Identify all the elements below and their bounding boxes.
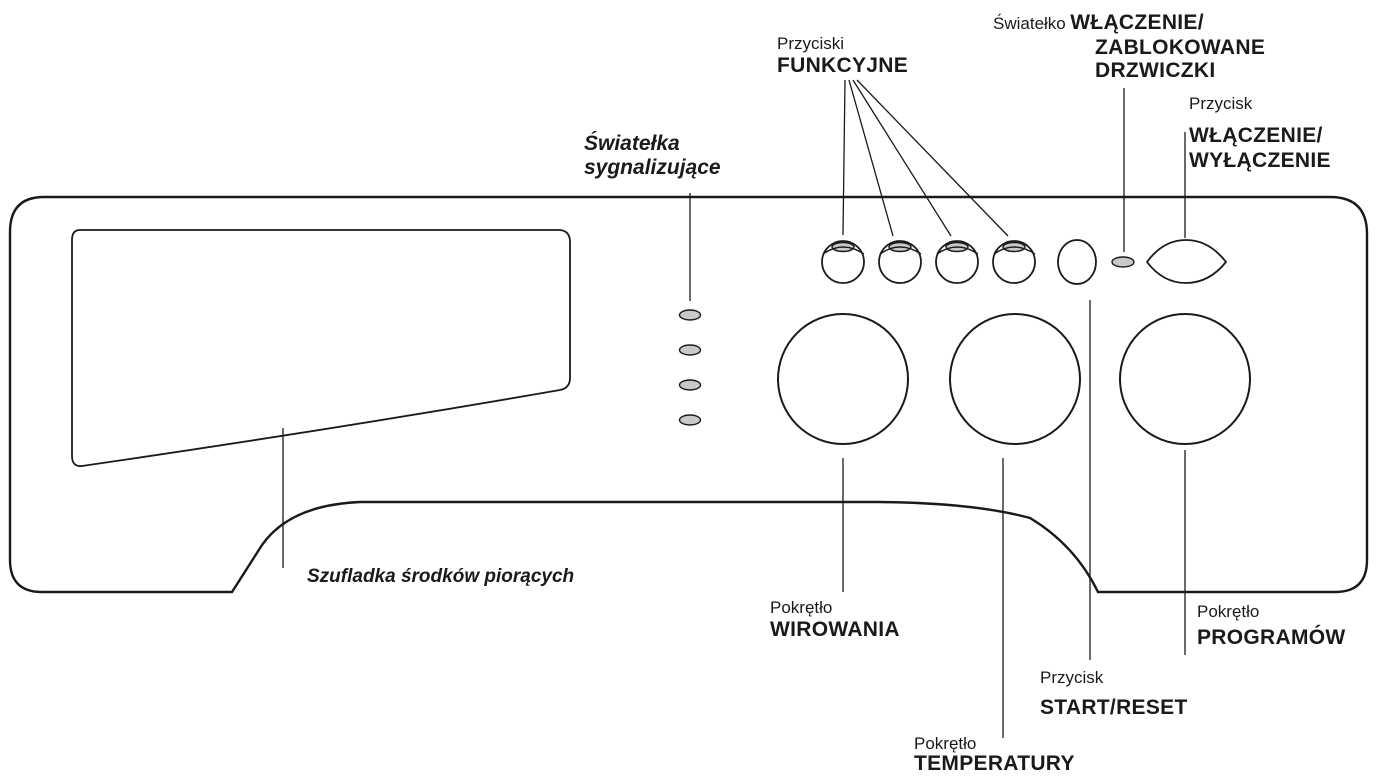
spin-knob[interactable] [777, 313, 909, 445]
functional-buttons-label: FUNKCYJNE [777, 54, 909, 77]
leader-lines [282, 79, 1186, 738]
door-lock-light-label-line1: WŁĄCZENIE/ [1070, 11, 1204, 34]
door-lock-light-label-line3: DRZWICZKI [1095, 59, 1216, 82]
temperature-knob[interactable] [949, 313, 1081, 445]
function-button-1[interactable] [821, 240, 865, 284]
spin-knob-label: WIROWANIA [770, 618, 900, 641]
indicator-light-4 [678, 414, 702, 426]
program-knob-label-small: Pokrętło [1197, 602, 1260, 621]
power-button-label-line2: WYŁĄCZENIE [1189, 149, 1331, 172]
program-knob-label: PROGRAMÓW [1197, 626, 1346, 649]
start-reset-label-small: Przycisk [1040, 668, 1104, 687]
spin-knob-label-small: Pokrętło [770, 598, 833, 617]
indicator-lights-label-line2: sygnalizujące [584, 156, 721, 179]
indicator-light-1 [678, 309, 702, 321]
door-lock-light-label: Światełko WŁĄCZENIE/ [993, 12, 1204, 33]
indicator-light-3 [678, 379, 702, 391]
power-button-label-small: Przycisk [1189, 94, 1253, 113]
power-button[interactable] [1145, 239, 1228, 284]
start-reset-label: START/RESET [1040, 696, 1188, 719]
function-button-3[interactable] [935, 240, 979, 284]
start-reset-button[interactable] [1057, 239, 1097, 285]
function-button-2[interactable] [878, 240, 922, 284]
function-button-4[interactable] [992, 240, 1036, 284]
detergent-drawer-label: Szufladka środków piorących [307, 566, 575, 587]
control-panel-outline [8, 195, 1369, 594]
functional-buttons-label-small: Przyciski [777, 34, 845, 53]
temperature-knob-label: TEMPERATURY [914, 752, 1075, 775]
detergent-drawer[interactable] [71, 229, 571, 467]
power-button-label-line1: WŁĄCZENIE/ [1189, 124, 1323, 147]
door-lock-light-label-small: Światełko [993, 14, 1066, 33]
indicator-lights-label-line1: Światełka [584, 132, 680, 155]
program-knob[interactable] [1119, 313, 1251, 445]
indicator-light-2 [678, 344, 702, 356]
temperature-knob-label-small: Pokrętło [914, 734, 977, 753]
door-lock-light-label-line2: ZABLOKOWANE [1095, 36, 1266, 59]
door-lock-light [1111, 256, 1135, 268]
